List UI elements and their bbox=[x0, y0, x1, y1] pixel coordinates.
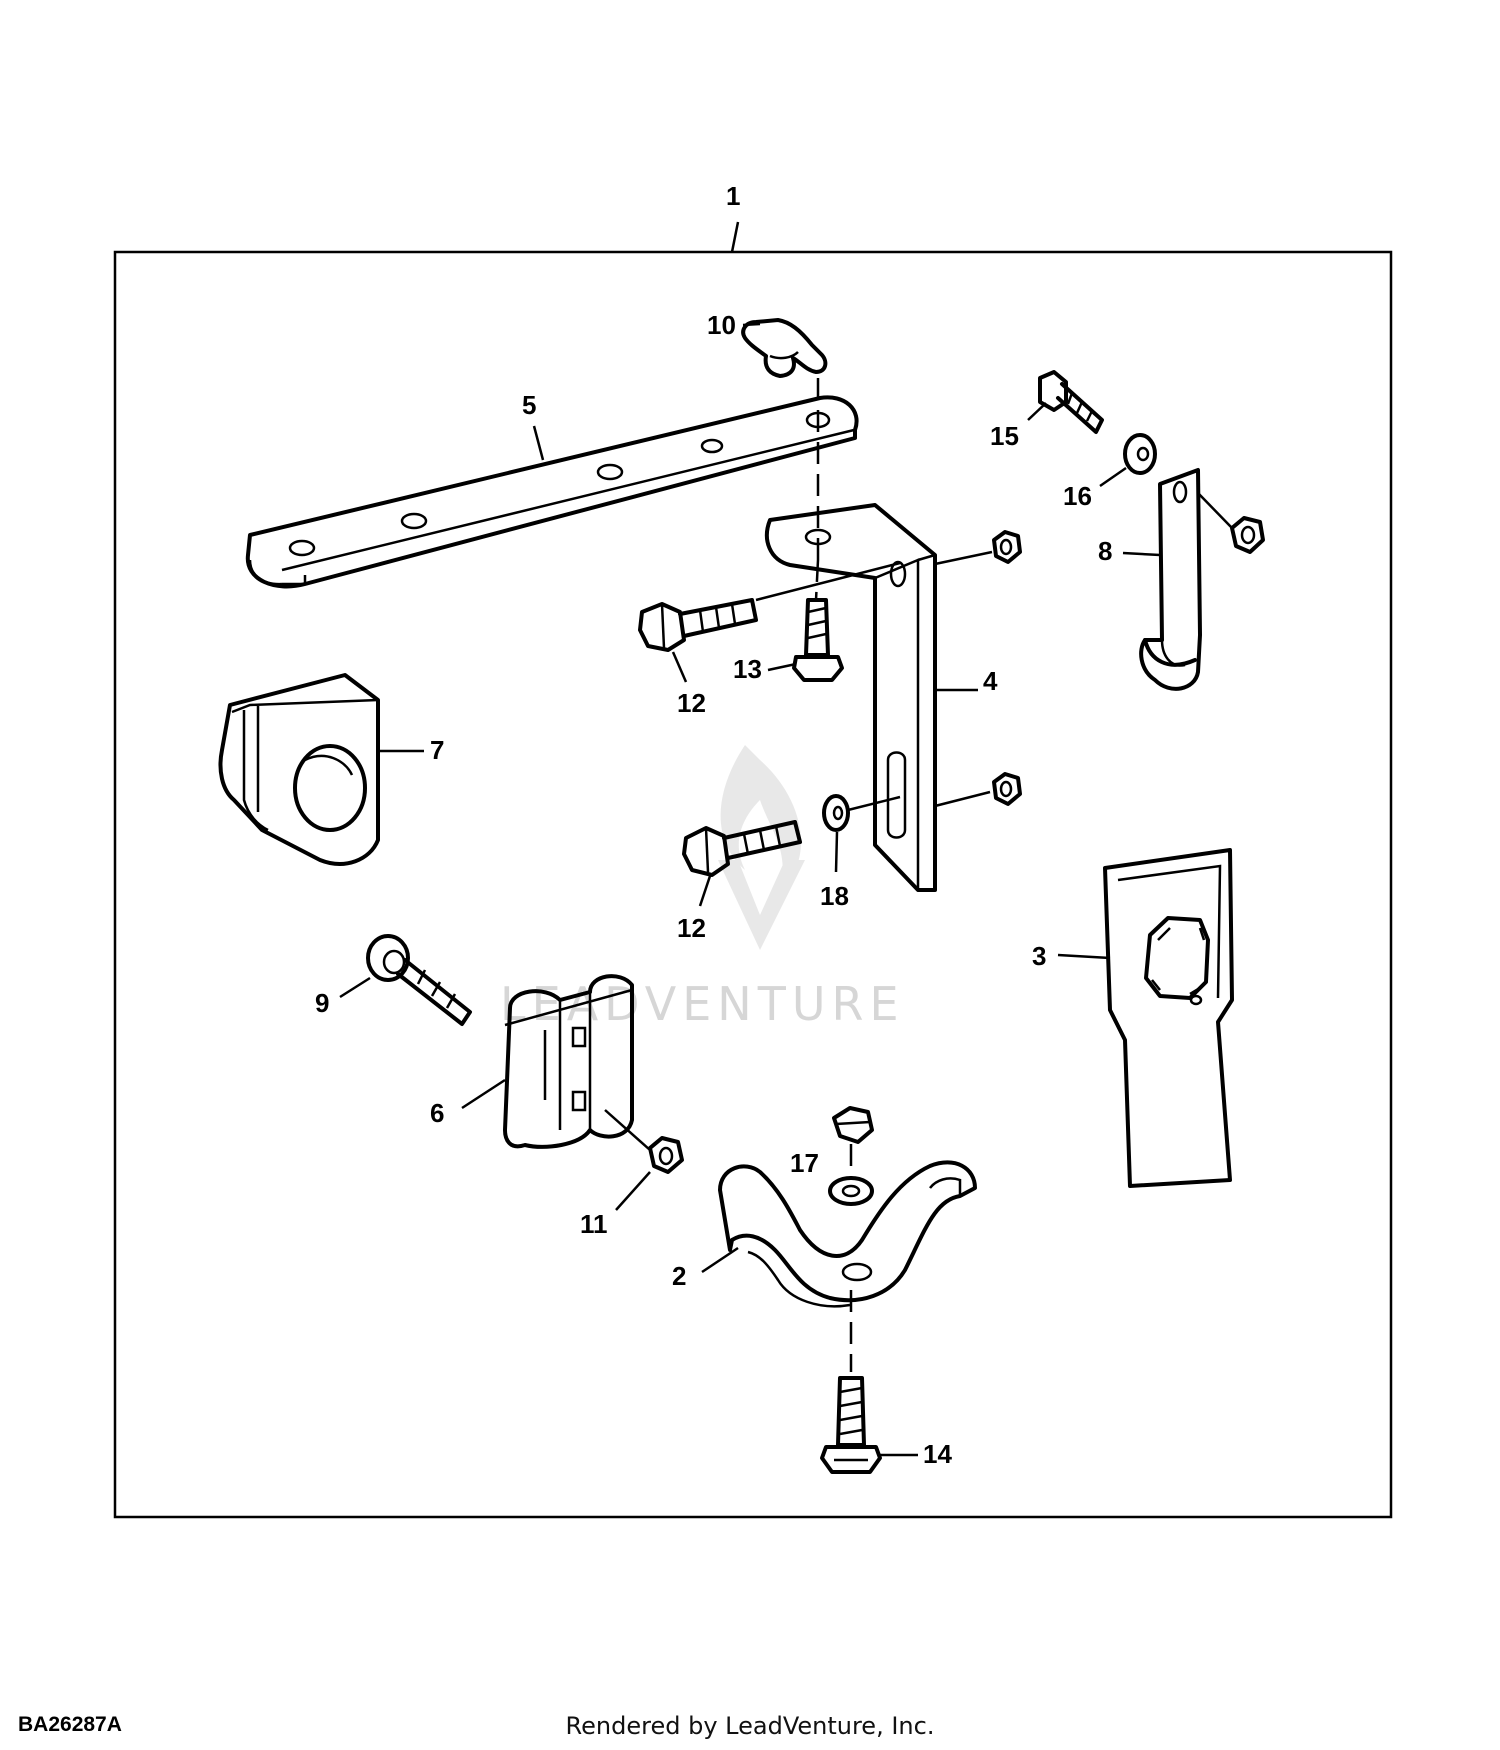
callout-7: 7 bbox=[430, 735, 444, 765]
hook-strap-8 bbox=[1139, 468, 1202, 691]
washer-17 bbox=[828, 1176, 874, 1206]
callout-12b: 12 bbox=[677, 913, 706, 943]
callout-10: 10 bbox=[707, 310, 736, 340]
mounting-plate-3 bbox=[1103, 848, 1234, 1188]
hex-bolt-12-lower bbox=[682, 820, 802, 877]
hex-bolt-9 bbox=[366, 934, 472, 1026]
callout-6: 6 bbox=[430, 1098, 444, 1128]
callout-14: 14 bbox=[923, 1439, 952, 1469]
figure-id: BA26287A bbox=[18, 1713, 122, 1736]
flange-bolt-13 bbox=[792, 598, 844, 682]
flange-bolt-14 bbox=[820, 1376, 882, 1474]
callout-11: 11 bbox=[580, 1209, 608, 1239]
flat-bar-5 bbox=[245, 395, 859, 589]
callout-2: 2 bbox=[672, 1261, 686, 1291]
footer-credit: Rendered by LeadVenture, Inc. bbox=[565, 1712, 935, 1740]
callout-16: 16 bbox=[1063, 481, 1092, 511]
callout-15: 15 bbox=[990, 421, 1019, 451]
hex-nut-upper bbox=[992, 530, 1022, 564]
callout-18: 18 bbox=[820, 881, 849, 911]
watermark: LEADVENTURE bbox=[500, 745, 905, 1031]
l-bracket-4 bbox=[764, 503, 937, 892]
clamp-block-7 bbox=[218, 673, 380, 866]
callout-3: 3 bbox=[1032, 941, 1046, 971]
callout-4: 4 bbox=[983, 666, 998, 696]
callout-8: 8 bbox=[1098, 536, 1112, 566]
wing-nut-10 bbox=[741, 318, 828, 378]
watermark-text: LEADVENTURE bbox=[500, 977, 905, 1031]
callout-13: 13 bbox=[733, 654, 762, 684]
callout-5: 5 bbox=[522, 390, 536, 420]
hex-nut-lower bbox=[992, 772, 1022, 806]
hex-nut-strap bbox=[1230, 516, 1265, 554]
u-clamp-2 bbox=[718, 1160, 977, 1308]
kit-frame bbox=[113, 250, 1393, 1519]
hex-nut-17 bbox=[832, 1106, 874, 1144]
hex-bolt-15 bbox=[1038, 370, 1104, 434]
washer-16 bbox=[1123, 433, 1157, 475]
washer-18 bbox=[822, 794, 850, 832]
hex-nut-11 bbox=[648, 1136, 684, 1174]
callout-1: 1 bbox=[726, 181, 740, 211]
callout-17: 17 bbox=[790, 1148, 819, 1178]
callout-12a: 12 bbox=[677, 688, 706, 718]
hinge-clamp-6 bbox=[503, 974, 634, 1149]
hex-bolt-12-upper bbox=[638, 598, 758, 652]
callout-9: 9 bbox=[315, 988, 329, 1018]
